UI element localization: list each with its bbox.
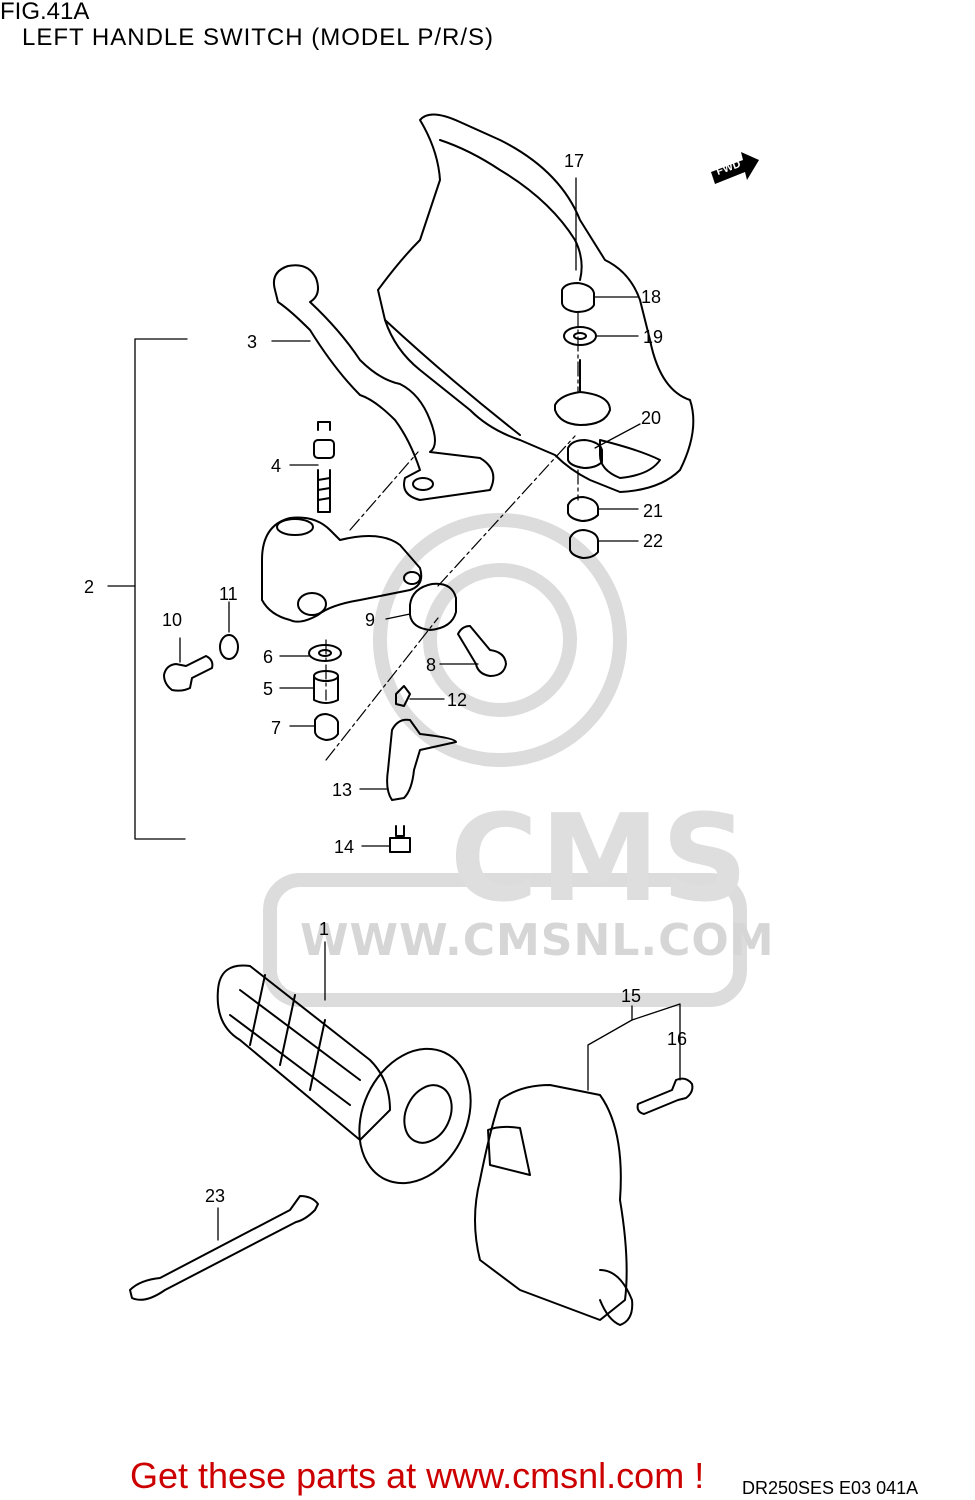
nut-part-22 [569,529,599,559]
callout-19: 19 [643,327,664,347]
washer-part-11 [219,634,239,660]
figure-title: LEFT HANDLE SWITCH (MODEL P/R/S) [22,24,495,51]
parts-link[interactable]: Get these parts at www.cmsnl.com ! [130,1455,705,1496]
cable-tie-part-23 [129,1195,319,1301]
callout-4: 4 [271,456,282,476]
washer-part-6 [308,644,342,662]
nut-part-21 [567,496,599,522]
callout-14: 14 [334,837,355,857]
callout-20: 20 [641,408,662,428]
switch-part-13 [386,718,457,801]
callout-13: 13 [332,780,353,800]
forward-arrow-icon [711,152,759,184]
callout-10: 10 [162,610,183,630]
callout-16: 16 [667,1029,688,1049]
callout-11: 11 [219,584,238,604]
bolt-part-10 [163,655,214,692]
callout-2: 2 [84,577,95,597]
callout-17: 17 [564,151,585,171]
nut-part-18 [561,282,595,313]
bolt-part-8 [457,625,507,677]
callout-6: 6 [263,647,274,667]
diagram-code: DR250SES E03 041A [742,1478,919,1498]
callout-23: 23 [205,1186,226,1206]
figure-id: FIG.41A [0,0,90,25]
callout-1: 1 [319,919,330,939]
callout-5: 5 [263,679,274,699]
handle-grip-part-1 [216,964,472,1185]
adjuster-bolt-part-4 [313,421,335,513]
callout-7: 7 [271,718,282,738]
callout-22: 22 [643,531,664,551]
callout-12: 12 [447,690,468,710]
callout-15: 15 [621,986,642,1006]
callout-8: 8 [426,655,437,675]
nut-part-20 [567,439,603,469]
hand-guard-part-17 [377,113,695,493]
callout-9: 9 [365,610,376,630]
nut-part-7 [314,713,339,741]
lever-bracket-part-2 [261,516,423,623]
watermark-brand: CMS [450,790,750,929]
washer-part-19 [563,326,597,346]
switch-housing-part-15 [474,1084,634,1326]
screw-part-16 [636,1077,694,1115]
callout-18: 18 [641,287,662,307]
callout-3: 3 [247,332,258,352]
clutch-lever-part-3 [272,264,495,501]
clip-part-12 [395,685,411,707]
watermark-url: WWW.CMSNL.COM [300,915,775,966]
clamp-part-9 [409,582,457,631]
screw-part-14 [389,825,411,853]
callout-21: 21 [643,501,664,521]
